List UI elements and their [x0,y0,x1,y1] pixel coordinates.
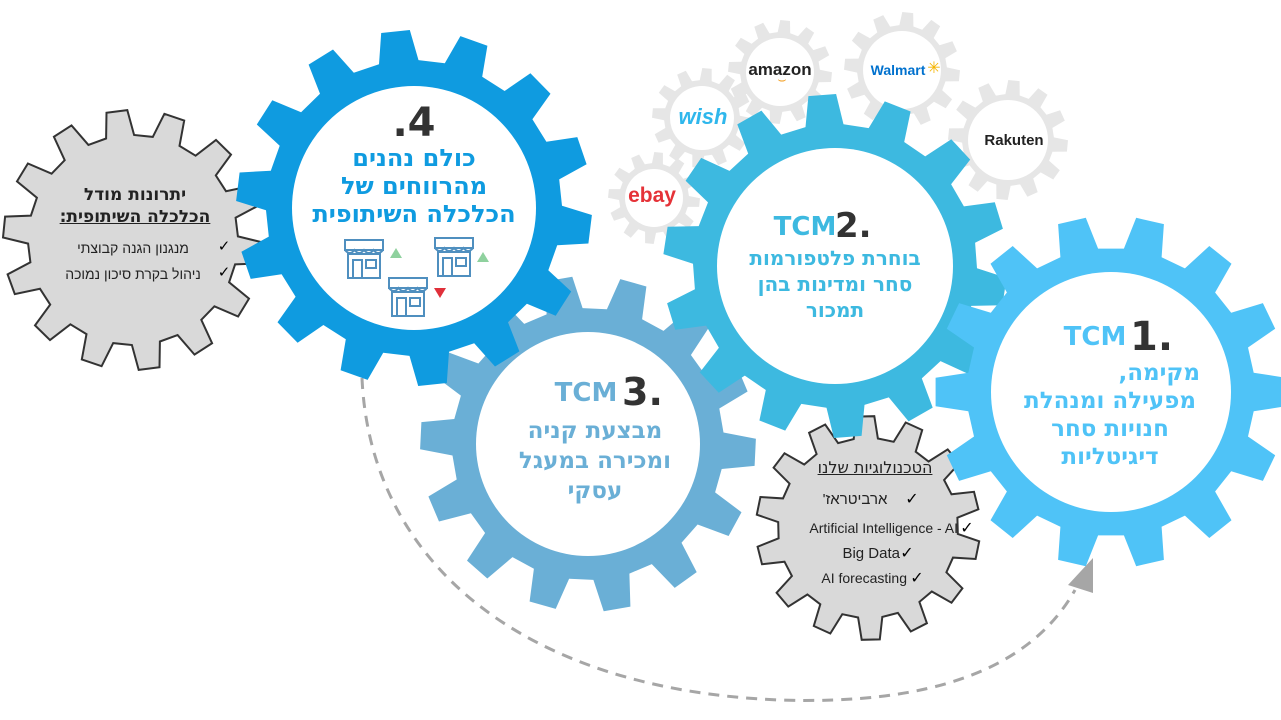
tech-item-1: ארביטראז' [822,491,888,508]
gear-4-line-1: כולם נהנים [352,144,476,172]
check-icon: ✓ [900,543,914,562]
advantages-item-1: מנגנון הגנה קבוצתי [77,240,189,256]
rakuten-logo: Rakuten [984,132,1044,149]
platform-gear-face [968,100,1048,180]
up-arrow-icon [477,252,489,262]
ebay-logo: ebay [628,184,676,207]
up-arrow-icon [390,248,402,258]
amazon-smile-icon: ⌣ [777,72,787,88]
gear-1-number: 1. [1130,314,1174,360]
gear-2-line-1: בוחרת פלטפורמות [749,246,921,270]
down-arrow-icon [434,288,446,298]
platform-gear-face [863,31,941,109]
gear-4-number: 4. [392,100,436,146]
check-icon: ✓ [960,518,974,537]
amazon-logo: amazon [748,60,812,79]
wish-logo: wish [678,104,728,129]
gear-1-line-4: דיגיטליות [1061,444,1159,470]
tech-title: הטכנולוגיות שלנו [817,458,933,477]
advantages-item-2: ניהול בקרת סיכון נמוכה [65,266,201,282]
cycle-arrow [360,377,1077,702]
check-icon: ✓ [910,568,924,587]
gear-1-line-2: מפעילה ומנהלת [1024,388,1196,414]
gear-2-line-2: סחר ומדינות בהן [757,272,913,296]
platform-gear-face [746,38,814,106]
platform-gear-face [670,86,734,150]
gear-2-number: 2. [835,206,872,246]
gear-4-line-3: הכלכלה השיתופית [312,200,516,228]
gear-2-line-3: תמכור [805,298,865,322]
store-icon [434,237,474,277]
gear-3-brand: TCM [554,378,618,408]
gear-2-brand: TCM [773,212,837,242]
tech-item-2: Artificial Intelligence - AI [809,520,958,536]
platform-gear-face [625,169,683,227]
gear-3-line-1: מבצעת קניה [527,418,663,444]
tech-item-4: AI forecasting [821,570,907,586]
check-icon: ✓ [217,237,231,255]
gear-1-line-1: מקימה, [1118,360,1200,386]
store-icon [388,277,428,317]
gear-1-brand: TCM [1063,322,1127,352]
walmart-logo: Walmart [870,62,926,78]
advantages-gear [1,109,265,371]
gear-3-line-3: עסקי [567,478,623,504]
store-icon [344,239,384,279]
advantages-title-1: יתרונות מודל [83,185,187,205]
technology-gear [755,415,981,641]
gear-4-line-2: מהרווחים של [340,172,488,200]
walmart-spark-icon: ✳ [927,58,941,77]
check-icon: ✓ [217,263,231,281]
advantages-title-2: הכלכלה השיתופית: [59,207,211,227]
gear-3-line-2: ומכירה במעגל [518,448,672,474]
cycle-arrow-head [1068,558,1093,593]
tech-item-3: Big Data [842,545,900,562]
gear-3-number: 3. [622,370,663,414]
gear-1-line-3: חנויות סחר [1051,416,1169,442]
check-icon: ✓ [905,489,919,508]
